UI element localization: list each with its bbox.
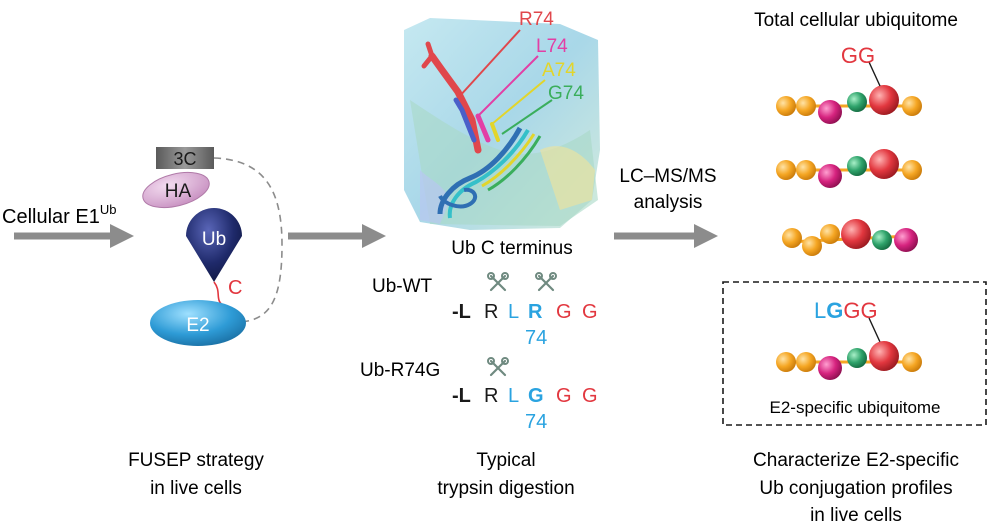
right-caption-line1: Characterize E2-specific <box>753 450 959 471</box>
ub-domain: Ub <box>186 208 242 282</box>
ubiquitome-title: Total cellular ubiquitome <box>754 10 958 31</box>
scissors-icon <box>487 272 509 292</box>
middle-caption-line2: trypsin digestion <box>437 478 574 499</box>
tag-ha: HA <box>142 171 210 209</box>
wt-sequence: -L R L R G G <box>452 301 598 323</box>
input-label: Cellular E1Ub <box>2 202 116 228</box>
analysis-label-line1: LC–MS/MS <box>619 166 716 187</box>
ub-chain-1 <box>776 85 922 124</box>
wt-position: 74 <box>525 327 547 349</box>
svg-text:HA: HA <box>165 181 192 202</box>
e2-enzyme: E2 <box>150 300 246 346</box>
structure-image <box>404 18 600 230</box>
input-arrow <box>14 224 134 248</box>
cys-label: C <box>228 277 242 299</box>
lggg-leader <box>868 317 881 343</box>
mutant-label-g74: G74 <box>548 83 584 104</box>
arrow-to-structure <box>288 224 386 248</box>
mut-position: 74 <box>525 411 547 433</box>
scissors-icon <box>487 357 509 377</box>
gg-leader <box>868 61 881 87</box>
middle-caption-line1: Typical <box>476 450 535 471</box>
svg-text:3C: 3C <box>173 149 196 169</box>
left-caption-line2: in live cells <box>150 478 242 499</box>
arrow-to-ubiquitome <box>614 224 718 248</box>
mutant-label-a74: A74 <box>542 60 576 81</box>
dashed-linker <box>213 157 283 323</box>
mut-sequence: -L R L G G G <box>452 385 598 407</box>
right-caption-line2: Ub conjugation profiles <box>759 478 952 499</box>
mutant-label-l74: L74 <box>536 36 568 57</box>
ub-chain-2 <box>776 149 922 188</box>
left-caption-line1: FUSEP strategy <box>128 450 264 471</box>
ub-chain-e2-specific <box>776 341 922 380</box>
gg-label: GG <box>841 43 875 68</box>
svg-text:E2: E2 <box>186 315 209 336</box>
tag-3c: 3C <box>156 147 214 169</box>
structure-caption: Ub C terminus <box>451 238 572 259</box>
analysis-label-line2: analysis <box>634 192 703 213</box>
e2-box-label: E2-specific ubiquitome <box>769 398 940 417</box>
wt-label: Ub-WT <box>372 276 433 297</box>
ub-chain-3 <box>782 219 918 256</box>
right-caption-line3: in live cells <box>810 505 902 526</box>
mut-label: Ub-R74G <box>360 360 440 381</box>
scissors-icon <box>535 272 557 292</box>
svg-text:Ub: Ub <box>202 229 226 250</box>
mutant-label-r74: R74 <box>519 9 554 30</box>
e2-specific-box <box>722 281 987 426</box>
lggg-label: LGGG <box>814 298 878 323</box>
